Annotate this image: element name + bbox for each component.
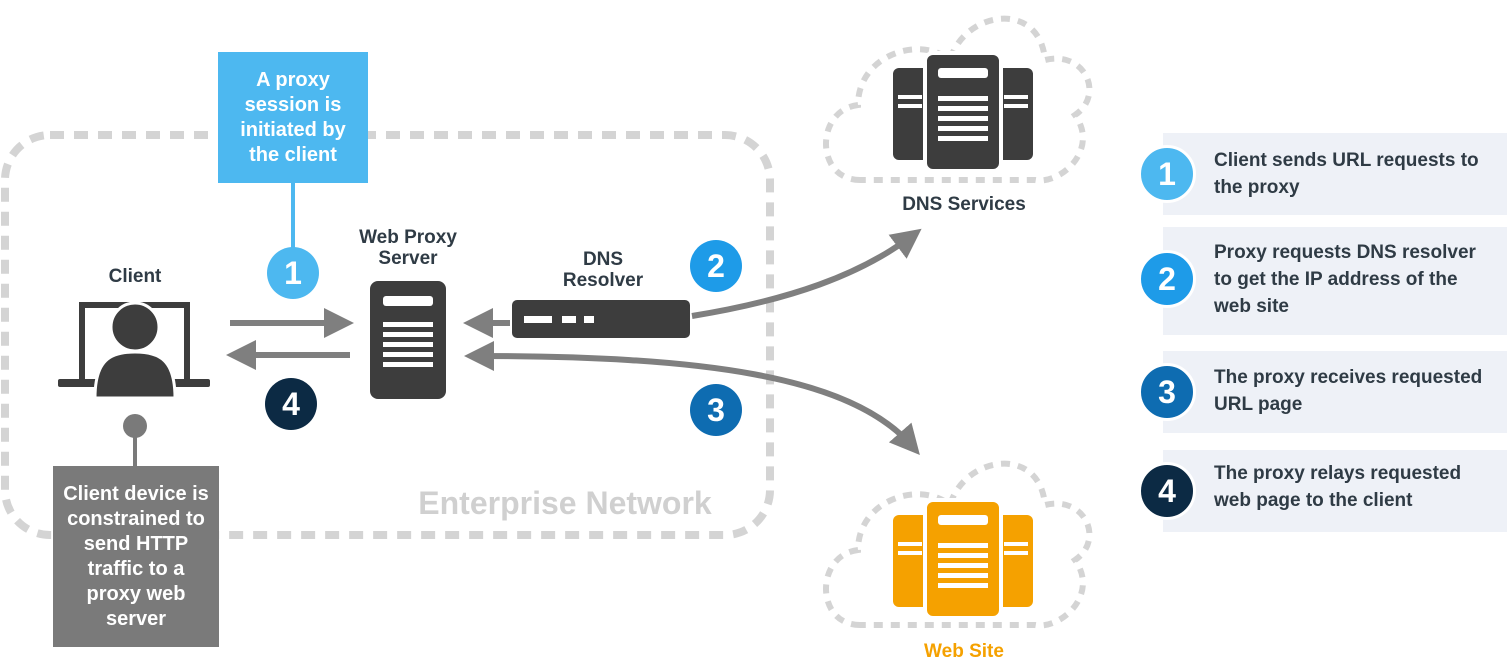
legend-step-2-badge: 2 bbox=[1138, 250, 1196, 308]
enterprise-network-label: Enterprise Network bbox=[418, 485, 712, 521]
web-proxy-server-label: Web Proxy Server bbox=[359, 227, 457, 269]
user-body-icon bbox=[93, 350, 177, 400]
arrow-resolver-to-dns-services bbox=[691, 228, 922, 319]
dns-services-label: DNS Services bbox=[902, 194, 1026, 215]
web-site-label: Web Site bbox=[924, 641, 1004, 662]
legend-item-2-text: Proxy requests DNS resolver to get the I… bbox=[1214, 242, 1476, 317]
arrow-web-site-to-proxy bbox=[464, 341, 920, 456]
user-head-icon bbox=[109, 301, 161, 353]
legend-item-4: 4 The proxy relays requested web page to… bbox=[1138, 450, 1507, 532]
dns-cloud bbox=[823, 15, 1093, 184]
client-constraint-callout: Client device is constrained to send HTT… bbox=[53, 466, 219, 647]
web-proxy-server-icon bbox=[370, 281, 446, 399]
client-laptop-icon bbox=[58, 301, 210, 400]
legend-item-2: 2 Proxy requests DNS resolver to get the… bbox=[1138, 227, 1507, 335]
web-site-server-icon bbox=[893, 498, 1033, 620]
legend-step-4-badge: 4 bbox=[1138, 462, 1196, 520]
legend-item-3: 3 The proxy receives requested URL page bbox=[1138, 351, 1507, 433]
step-3-badge: 3 bbox=[690, 384, 742, 436]
dns-resolver-device-icon bbox=[512, 300, 690, 338]
client-label: Client bbox=[108, 266, 162, 287]
proxy-session-callout: A proxy session is initiated by the clie… bbox=[218, 52, 368, 183]
enterprise-network-boundary bbox=[1, 131, 774, 539]
web-site-cloud bbox=[823, 460, 1093, 629]
client-connector-pin bbox=[123, 414, 147, 438]
legend-item-3-text: The proxy receives requested URL page bbox=[1214, 367, 1483, 415]
dns-services-server-icon bbox=[893, 51, 1033, 173]
legend-item-4-text: The proxy relays requested web page to t… bbox=[1214, 463, 1462, 511]
legend-step-1-badge: 1 bbox=[1138, 145, 1196, 203]
step-2-badge: 2 bbox=[690, 240, 742, 292]
step-4-badge: 4 bbox=[265, 378, 317, 430]
legend-item-1-text: Client sends URL requests to the proxy bbox=[1214, 150, 1479, 198]
step-1-badge: 1 bbox=[267, 247, 319, 299]
legend-item-1: 1 Client sends URL requests to the proxy bbox=[1138, 133, 1507, 215]
dns-resolver-label: DNS Resolver bbox=[562, 249, 644, 291]
legend-step-3-badge: 3 bbox=[1138, 363, 1196, 421]
